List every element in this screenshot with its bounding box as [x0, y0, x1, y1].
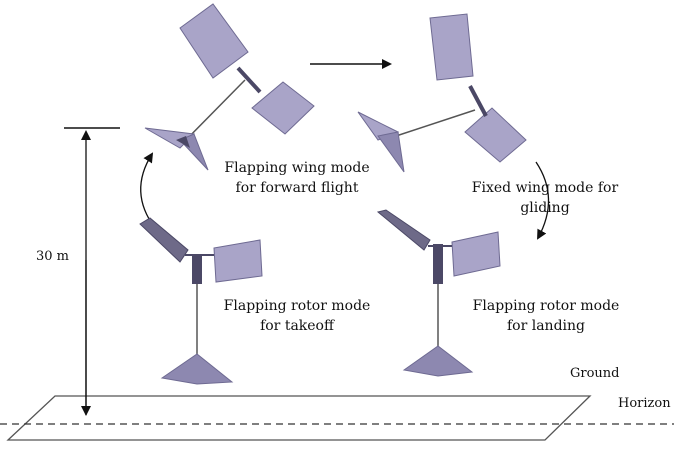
- glide-to-landing-arrow: [535, 161, 550, 240]
- label-gliding: Fixed wing mode for gliding: [470, 178, 620, 218]
- label-takeoff-line1: Flapping rotor mode: [223, 298, 371, 314]
- tail-panel-lower: [377, 131, 405, 173]
- label-takeoff: Flapping rotor mode for takeoff: [222, 296, 372, 336]
- robot-gliding-figure: [357, 13, 527, 173]
- label-forward-flight-line1: Flapping wing mode: [224, 160, 370, 176]
- ground-label: Ground: [570, 366, 620, 381]
- right-wing-panel: [213, 239, 263, 283]
- upper-wing-panel: [429, 13, 474, 81]
- lower-wing-panel: [464, 107, 527, 163]
- left-wing-panel: [376, 209, 431, 251]
- upper-wing-panel: [179, 3, 249, 79]
- label-gliding-line1: Fixed wing mode for: [471, 180, 619, 196]
- right-wing-panel: [451, 231, 501, 277]
- left-wing-panel: [139, 217, 189, 263]
- label-landing-line1: Flapping rotor mode: [472, 298, 620, 314]
- label-landing: Flapping rotor mode for landing: [470, 296, 622, 336]
- label-landing-line2: for landing: [506, 318, 585, 334]
- ground-plane: [6, 395, 592, 441]
- tail-panel: [402, 345, 474, 377]
- label-forward-flight: Flapping wing mode for forward flight: [222, 158, 372, 198]
- label-forward-flight-line2: for forward flight: [235, 180, 359, 196]
- label-gliding-line2: gliding: [520, 200, 570, 216]
- robot-landing-figure: [376, 209, 501, 377]
- altitude-label: 30 m: [36, 249, 70, 264]
- tail-panel: [160, 353, 234, 385]
- robot-takeoff-figure: [139, 217, 263, 385]
- takeoff-to-forward-arrow: [140, 152, 156, 229]
- lower-wing-panel: [251, 81, 315, 135]
- horizon-label: Horizon: [618, 396, 671, 411]
- label-takeoff-line2: for takeoff: [260, 318, 334, 334]
- robot-forward-flight-figure: [144, 3, 315, 171]
